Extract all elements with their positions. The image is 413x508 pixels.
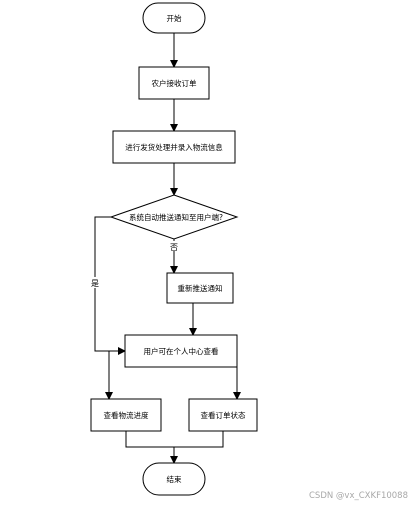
- user-view-label: 用户可在个人中心查看: [144, 346, 219, 356]
- connector-order-status-merge: [174, 431, 224, 448]
- start-label: 开始: [167, 13, 182, 23]
- branch-no-bg: [169, 241, 179, 251]
- branch-yes-bg: [90, 277, 100, 288]
- order-status-node: 查看订单状态: [188, 398, 258, 432]
- receive-order-label: 农户接收订单: [152, 78, 197, 88]
- resend-notification-label: 重新推送通知: [178, 283, 223, 293]
- resend-notification-node: 重新推送通知: [166, 272, 234, 304]
- process-shipment-label: 进行发货处理并录入物流信息: [125, 142, 223, 152]
- logistics-progress-node: 查看物流进度: [90, 398, 162, 432]
- branch-yes-label: 是: [91, 279, 99, 288]
- logistics-progress-label: 查看物流进度: [104, 410, 149, 420]
- watermark-text: CSDN @vx_CXKF10088: [309, 491, 408, 501]
- user-view-node: 用户可在个人中心查看: [124, 334, 238, 368]
- process-shipment-node: 进行发货处理并录入物流信息: [112, 130, 236, 164]
- decision-label: 系统自动推送通知至用户端?: [129, 212, 223, 222]
- branch-no-label: 否: [170, 243, 178, 252]
- order-status-label: 查看订单状态: [201, 410, 246, 420]
- end-node: 结束: [142, 462, 206, 496]
- end-label: 结束: [167, 474, 182, 484]
- connector-logistics-merge: [125, 431, 174, 448]
- receive-order-node: 农户接收订单: [138, 66, 210, 100]
- start-node: 开始: [142, 2, 206, 34]
- decision-node: 系统自动推送通知至用户端?: [109, 194, 239, 240]
